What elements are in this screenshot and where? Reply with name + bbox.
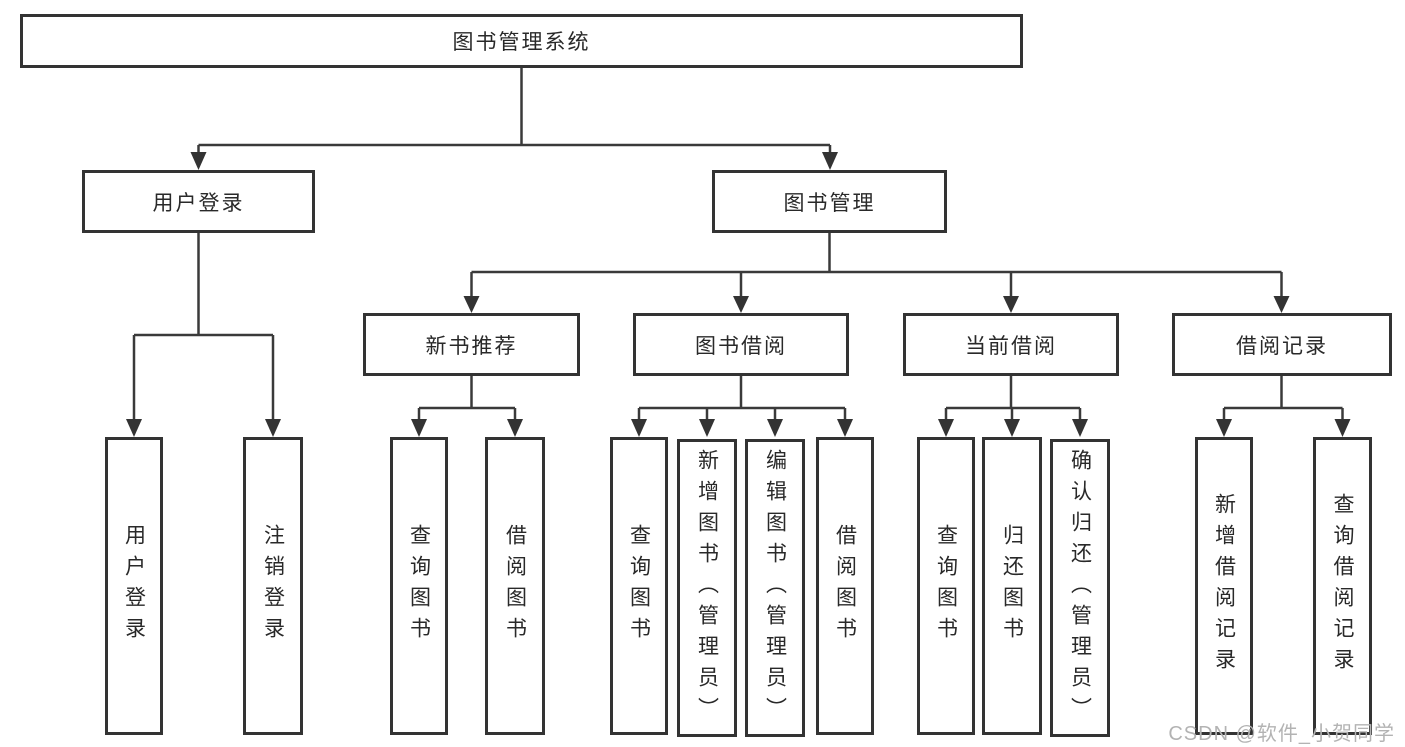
node-label: 借阅图书 — [833, 524, 857, 648]
node-leaf-add-books-admin: 新增图书（管理员） — [677, 439, 737, 737]
node-leaf-confirm-return-admin: 确认归还（管理员） — [1050, 439, 1110, 737]
node-label: 图书借阅 — [695, 334, 787, 358]
node-label: 当前借阅 — [965, 334, 1057, 358]
node-leaf-add-borrow-record: 新增借阅记录 — [1195, 437, 1253, 735]
node-current-borrowing: 当前借阅 — [903, 313, 1119, 376]
node-label: 用户登录 — [152, 191, 245, 215]
node-leaf-query-books-recommend: 查询图书 — [390, 437, 448, 735]
node-label: 归还图书 — [1000, 524, 1024, 648]
node-label: 编辑图书（管理员） — [763, 448, 787, 728]
node-label: 查询借阅记录 — [1331, 493, 1354, 679]
node-book-borrowing: 图书借阅 — [633, 313, 849, 376]
node-leaf-user-login: 用户登录 — [105, 437, 163, 735]
node-leaf-borrow-books-recommend: 借阅图书 — [485, 437, 545, 735]
node-leaf-logout: 注销登录 — [243, 437, 303, 735]
node-book-management: 图书管理 — [712, 170, 947, 233]
node-leaf-query-books-borrowing: 查询图书 — [610, 437, 668, 735]
csdn-watermark: CSDN @软件_小贺同学 — [1168, 723, 1395, 745]
node-library-management-system: 图书管理系统 — [20, 14, 1023, 68]
node-label: 新增借阅记录 — [1212, 493, 1236, 679]
node-label: 注销登录 — [261, 524, 285, 648]
node-label: 新书推荐 — [425, 334, 518, 358]
node-leaf-query-books-current: 查询图书 — [917, 437, 975, 735]
node-new-book-recommendation: 新书推荐 — [363, 313, 580, 376]
node-borrowing-records: 借阅记录 — [1172, 313, 1392, 376]
arrowhead-icons — [126, 152, 1351, 437]
node-label: 借阅记录 — [1236, 334, 1328, 358]
node-label: 借阅图书 — [503, 524, 527, 648]
node-label: 图书管理系统 — [452, 31, 591, 54]
node-label: 图书管理 — [783, 191, 876, 215]
node-label: 查询图书 — [407, 524, 431, 648]
node-leaf-edit-books-admin: 编辑图书（管理员） — [745, 439, 805, 737]
node-user-login-branch: 用户登录 — [82, 170, 315, 233]
node-leaf-return-books: 归还图书 — [982, 437, 1042, 735]
node-label: 用户登录 — [122, 524, 146, 648]
node-label: 查询图书 — [627, 524, 651, 648]
node-label: 确认归还（管理员） — [1068, 448, 1092, 728]
node-leaf-borrow-books: 借阅图书 — [816, 437, 874, 735]
node-label: 新增图书（管理员） — [695, 448, 719, 728]
node-label: 查询图书 — [934, 524, 958, 648]
node-leaf-query-borrow-record: 查询借阅记录 — [1313, 437, 1372, 735]
